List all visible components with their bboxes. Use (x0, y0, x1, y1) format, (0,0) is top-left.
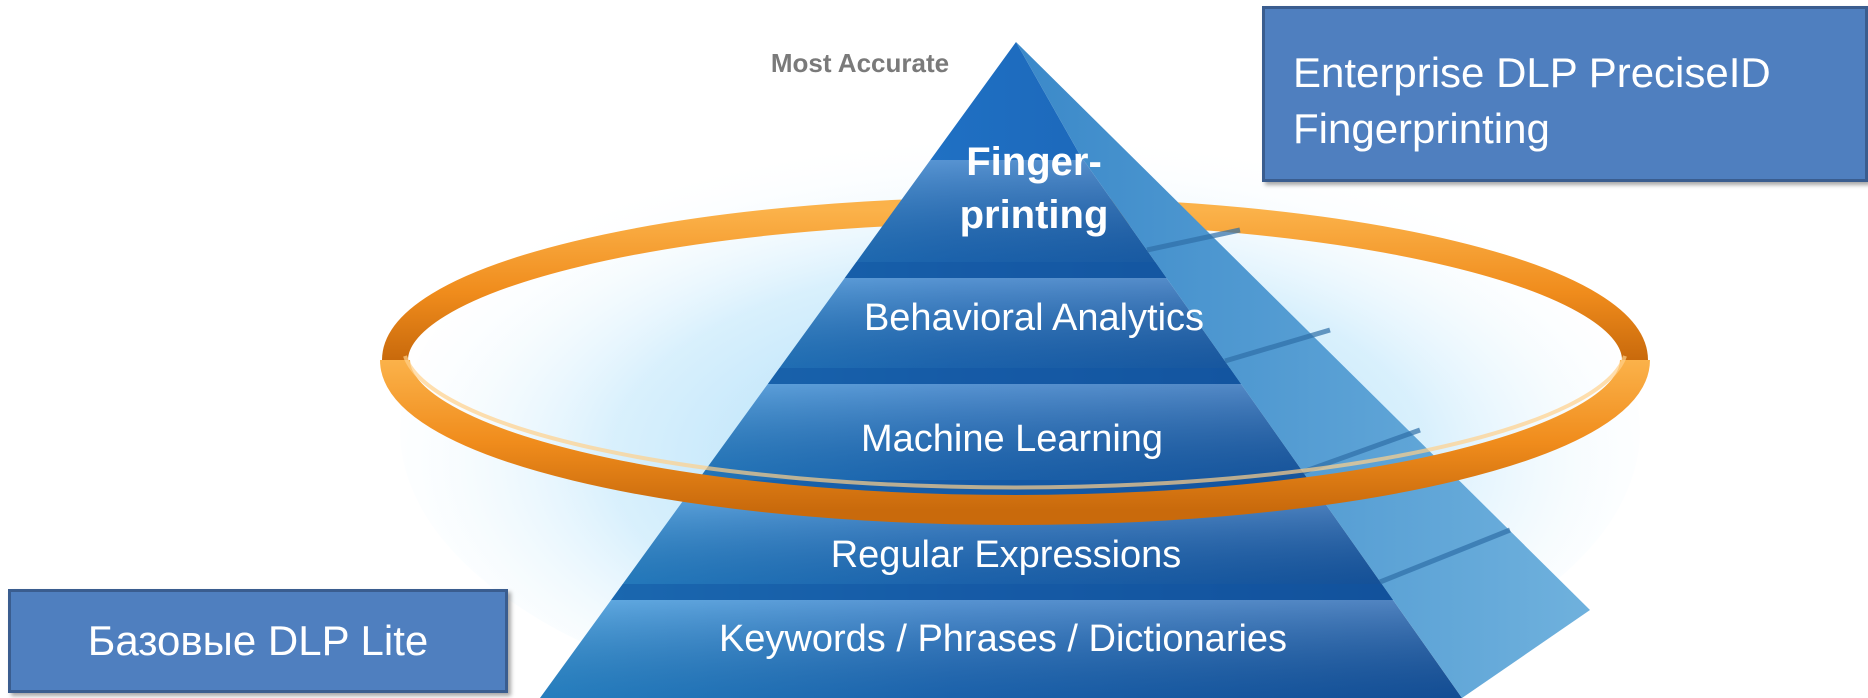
enterprise-dlp-callout-line1: Enterprise DLP PreciseID (1293, 49, 1771, 96)
tier-label-fingerprinting: Finger- printing (960, 140, 1109, 237)
ring-front-highlight (403, 355, 1627, 490)
peak-label: Most Accurate (771, 48, 949, 78)
enterprise-dlp-callout-line2: Fingerprinting (1293, 105, 1550, 152)
right-face-dividers (1146, 227, 1511, 585)
tier-label-keywords: Keywords / Phrases / Dictionaries (719, 618, 1287, 660)
basic-dlp-lite-callout: Базовые DLP Lite (8, 589, 508, 693)
tier-label-machine-learning: Machine Learning (861, 418, 1163, 460)
tier-label-regular-expressions: Regular Expressions (831, 534, 1182, 576)
pyramid-right-face (1016, 42, 1590, 698)
tier-label-behavioral-analytics: Behavioral Analytics (864, 297, 1204, 339)
enterprise-dlp-callout: Enterprise DLP PreciseID Fingerprinting (1262, 6, 1868, 182)
basic-dlp-lite-label: Базовые DLP Lite (87, 617, 429, 664)
ring-front (380, 359, 1650, 525)
tier-label-fingerprinting-line1: Finger- (966, 140, 1102, 184)
tier-label-fingerprinting-line2: printing (960, 193, 1109, 237)
